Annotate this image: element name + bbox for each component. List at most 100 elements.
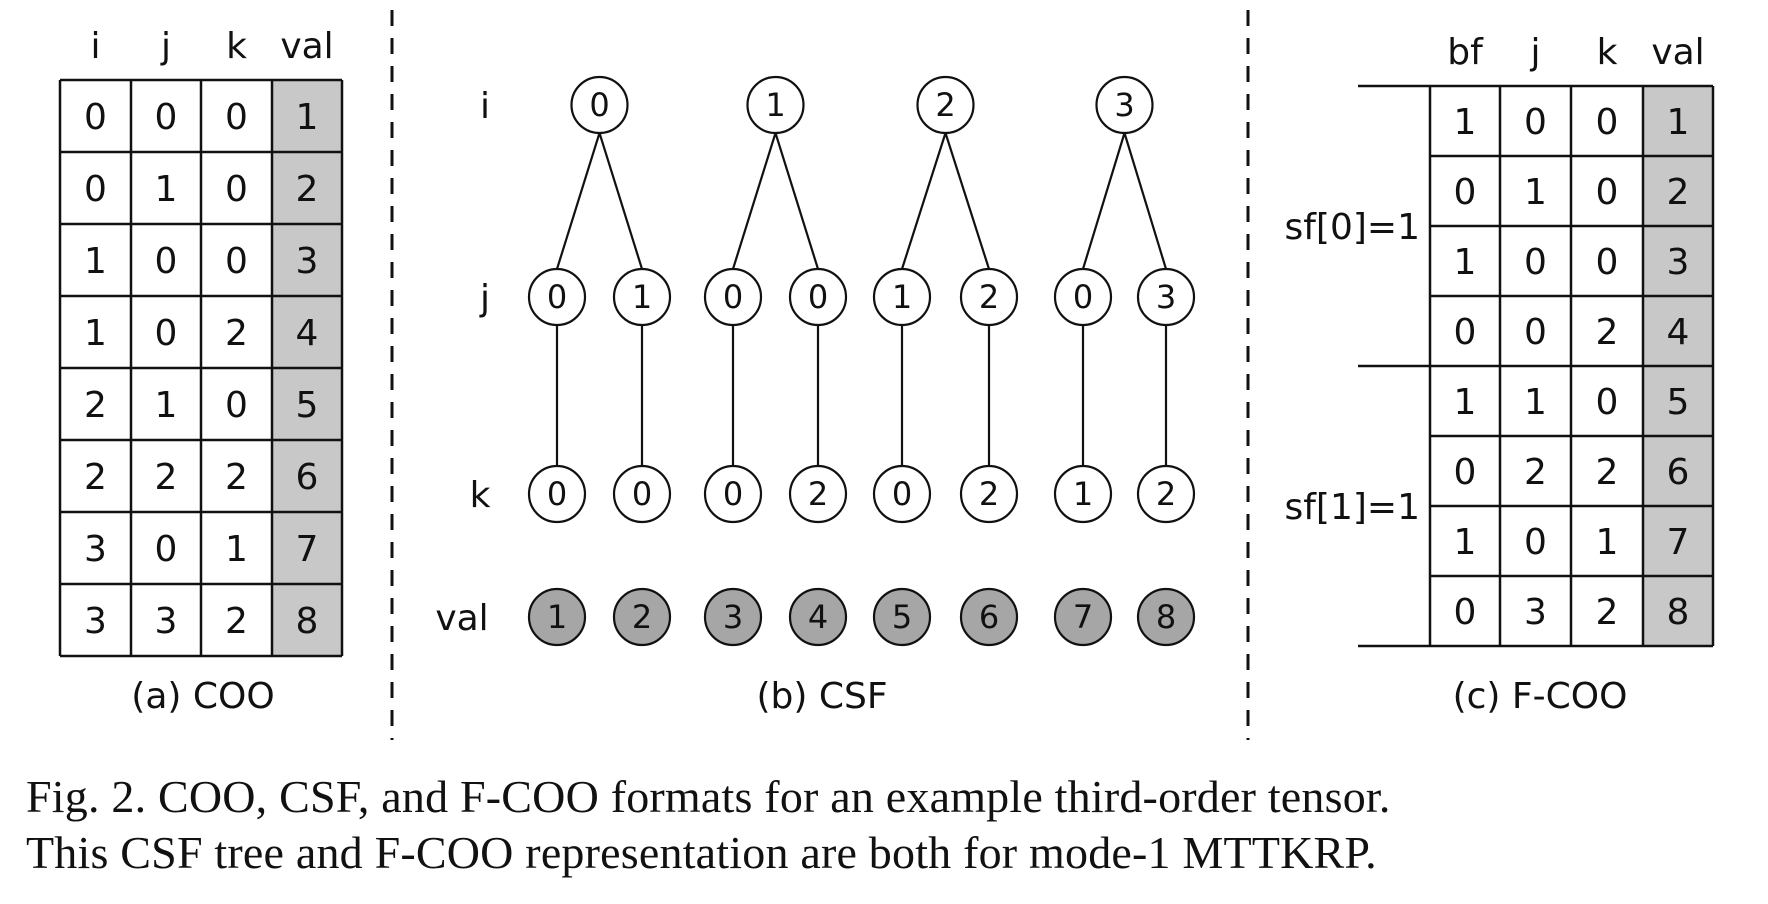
csf-edge-i-j [598,132,644,270]
csf-node-j [1136,267,1196,327]
csf-node-j [612,267,672,327]
csf-node-k-label: 0 [892,475,912,513]
csf-node-j-label: 2 [979,278,999,316]
csf-node-val [703,587,763,647]
csf-node-j [872,267,932,327]
coo-header-val: val [280,26,333,67]
coo-cell: 1 [155,385,178,426]
coo-caption: (a) COO [131,676,274,717]
csf-node-j [703,267,763,327]
coo-cell: 8 [296,601,319,642]
coo-cell: 2 [296,169,319,210]
csf-node-k [1136,464,1196,524]
csf-node-k [788,464,848,524]
csf-node-k [527,464,587,524]
coo-cell: 0 [155,97,178,138]
coo-cell: 0 [225,169,248,210]
csf-node-k [703,464,763,524]
fcoo-cell: 1 [1667,102,1690,143]
fcoo-cell: 2 [1524,452,1547,493]
csf-node-k-label: 2 [1156,475,1176,513]
coo-cell: 0 [155,313,178,354]
csf-node-k-label: 2 [808,475,828,513]
csf-node-val-label: 4 [808,598,828,636]
fcoo-cell: 8 [1667,592,1690,633]
fcoo-cell: 0 [1596,382,1619,423]
coo-cell: 6 [296,457,319,498]
fcoo-caption: (c) F-COO [1453,676,1628,717]
csf-node-j-label: 0 [547,278,567,316]
coo-cell: 1 [84,313,107,354]
coo-cell: 0 [225,385,248,426]
coo-cell: 1 [225,529,248,570]
coo-cell: 1 [296,97,319,138]
csf-level-label-j: j [479,278,490,319]
csf-edge-i-j [1123,132,1168,270]
fcoo-cell: 0 [1596,242,1619,283]
fcoo-cell: 2 [1596,312,1619,353]
csf-node-i-label: 2 [935,86,955,124]
csf-node-j [527,267,587,327]
coo-cell: 3 [84,601,107,642]
fcoo-cell: 2 [1596,452,1619,493]
csf-node-j [788,267,848,327]
csf-node-val [527,587,587,647]
csf-node-k [872,464,932,524]
coo-cell: 1 [84,241,107,282]
coo-cell: 2 [225,601,248,642]
csf-node-val-label: 8 [1156,598,1176,636]
fcoo-cell: 0 [1454,312,1477,353]
coo-cell: 3 [296,241,319,282]
fcoo-group-label: sf[1]=1 [1285,487,1421,528]
csf-node-val-label: 5 [892,598,912,636]
coo-cell: 2 [225,313,248,354]
csf-node-i-label: 1 [765,86,785,124]
fcoo-cell: 1 [1454,102,1477,143]
csf-node-k-label: 0 [723,475,743,513]
csf-edge-i-j [1081,132,1126,270]
csf-edge-i-j [900,132,947,270]
csf-node-i-label: 3 [1114,86,1134,124]
csf-node-i [746,75,805,135]
coo-cell: 1 [155,169,178,210]
fcoo-cell: 5 [1667,382,1690,423]
csf-node-j-label: 1 [632,278,652,316]
csf-caption: (b) CSF [756,676,887,717]
csf-node-j-label: 0 [723,278,743,316]
figure-caption-line-2: This CSF tree and F-COO representation a… [26,827,1377,878]
coo-cell: 0 [84,169,107,210]
coo-cell: 2 [84,385,107,426]
coo-cell: 0 [84,97,107,138]
coo-cell: 0 [155,241,178,282]
csf-node-j [1053,267,1113,327]
fcoo-cell: 0 [1524,312,1547,353]
fcoo-group-label: sf[0]=1 [1285,207,1421,248]
csf-node-k-label: 0 [632,475,652,513]
csf-node-j [959,267,1019,327]
fcoo-cell: 1 [1524,382,1547,423]
coo-header-k: k [226,26,247,67]
csf-node-k [612,464,672,524]
coo-cell: 0 [155,529,178,570]
csf-node-val-label: 7 [1073,598,1093,636]
fcoo-header-k: k [1597,32,1618,73]
fcoo-cell: 2 [1667,172,1690,213]
fcoo-cell: 0 [1524,522,1547,563]
csf-level-label-k: k [470,475,491,516]
figure-caption-line-1: Fig. 2. COO, CSF, and F-COO formats for … [26,771,1391,822]
fcoo-cell: 0 [1596,172,1619,213]
csf-node-val [872,587,932,647]
csf-node-k-label: 1 [1073,475,1093,513]
coo-cell: 2 [225,457,248,498]
coo-cell: 3 [84,529,107,570]
coo-cell: 0 [225,241,248,282]
fcoo-cell: 3 [1524,592,1547,633]
csf-node-j-label: 0 [1073,278,1093,316]
csf-edge-i-j [944,132,991,270]
coo-cell: 4 [296,313,319,354]
csf-node-val-label: 2 [632,598,652,636]
fcoo-cell: 0 [1454,452,1477,493]
